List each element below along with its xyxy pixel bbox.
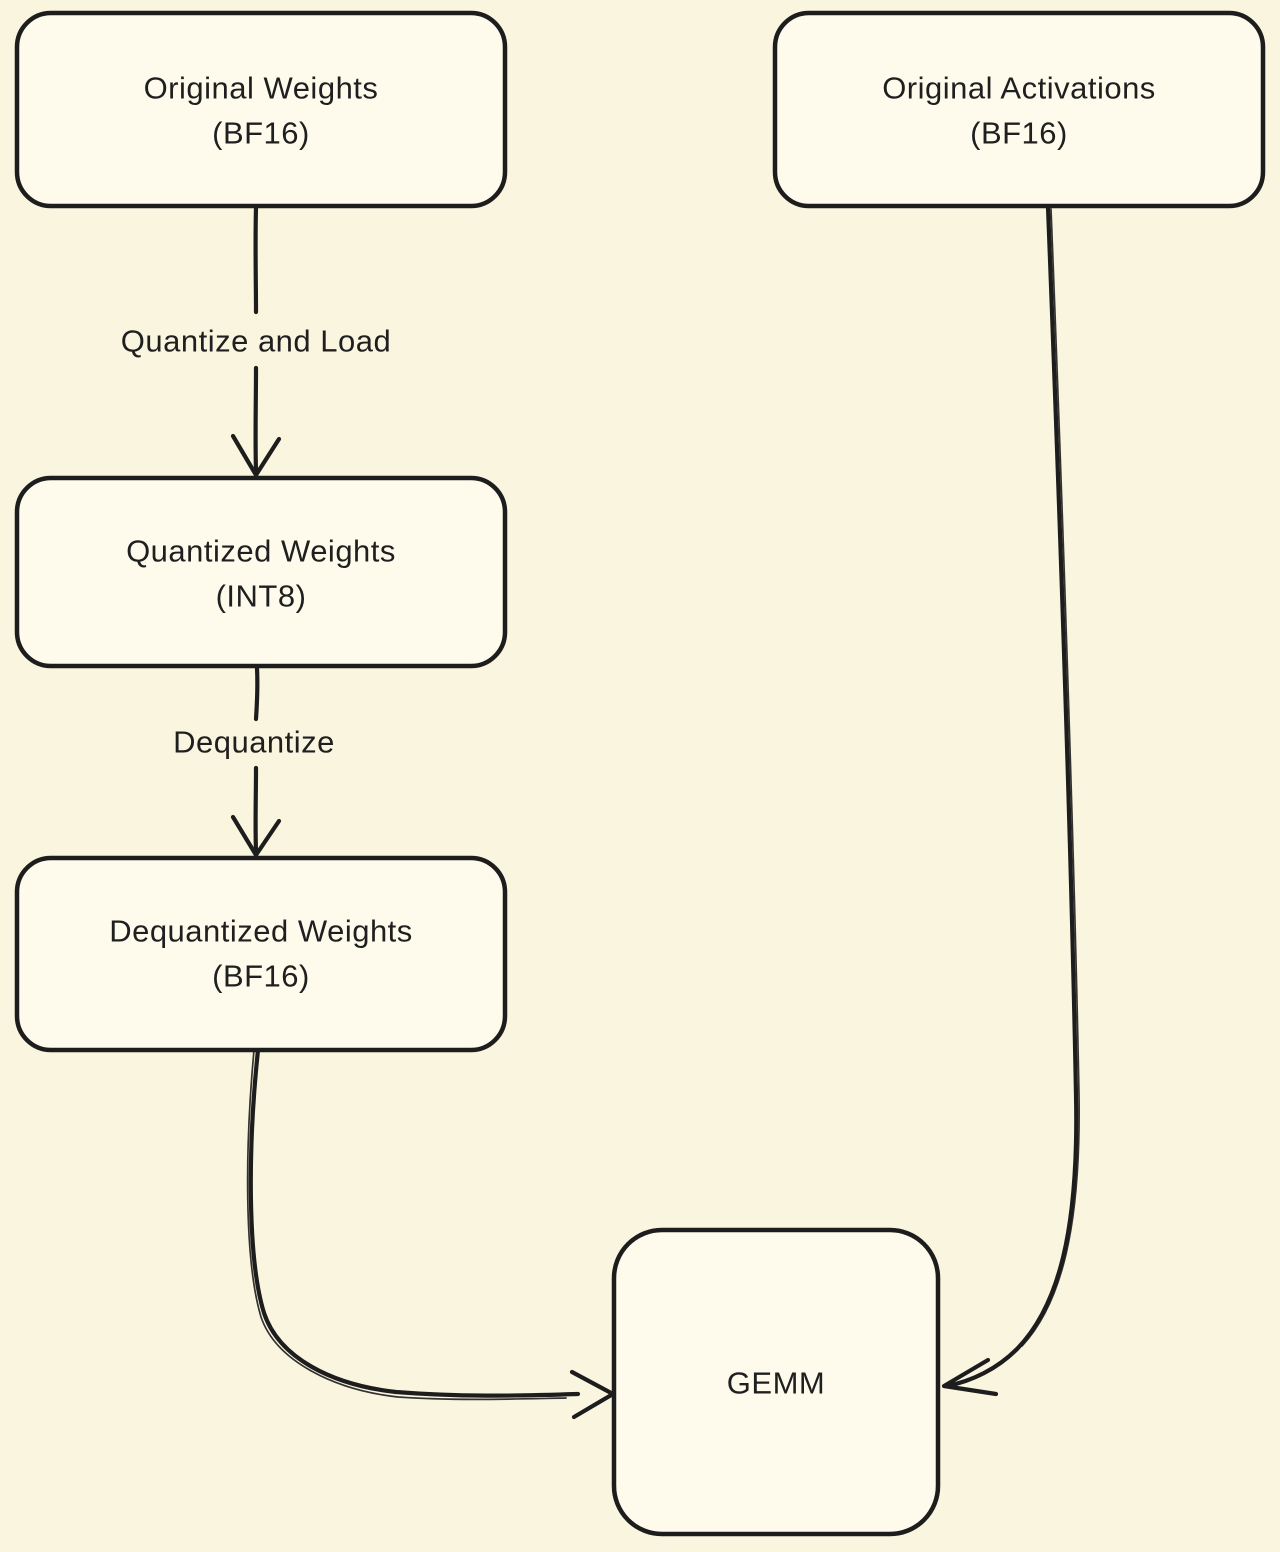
node-original-weights-label-line1: Original Weights [144,71,379,106]
node-dequantized-weights-label-line2: (BF16) [212,959,310,994]
arrow-shaft[interactable] [248,1047,581,1398]
node-original-activations-label-line2: (BF16) [970,116,1068,151]
arrow-shaft-sketch-pass[interactable] [1021,208,1080,1347]
node-dequantized-weights-label-line1: Dequantized Weights [109,914,413,949]
node-dequantized-weights[interactable]: Dequantized Weights (BF16) [14,855,508,1053]
node-quantized-weights-label-line1: Quantized Weights [126,534,396,569]
arrow-head[interactable] [230,814,282,858]
node-quantized-weights[interactable]: Quantized Weights (INT8) [14,475,508,669]
node-gemm-label: GEMM [727,1366,825,1401]
node-quantized-weights-label-line2: (INT8) [216,579,307,614]
node-original-weights-box[interactable] [14,10,508,209]
arrow-head[interactable] [941,1357,999,1397]
node-dequantized-weights-box[interactable] [14,855,508,1053]
arrow-quantize-and-load[interactable]: Quantize and Load [121,205,392,478]
node-original-activations-box[interactable] [772,10,1266,209]
node-original-weights-label-line2: (BF16) [212,116,310,151]
node-gemm[interactable]: GEMM [611,1227,941,1537]
node-original-weights[interactable]: Original Weights (BF16) [14,10,508,209]
arrow-shaft[interactable] [944,204,1079,1389]
node-original-activations[interactable]: Original Activations (BF16) [772,10,1266,209]
node-original-activations-label-line1: Original Activations [882,71,1156,106]
node-gemm-box[interactable] [611,1227,941,1537]
arrow-dequantize[interactable]: Dequantize [173,665,335,858]
edge-label-quantize-and-load: Quantize and Load [121,324,392,359]
edge-label-dequantize: Dequantize [173,725,335,760]
arrow-head[interactable] [230,433,282,478]
arrow-shaft-sketch-pass[interactable] [246,1049,567,1401]
arrow-activations-to-gemm[interactable] [941,204,1080,1397]
arrow-shaft-upper[interactable] [253,665,260,722]
node-quantized-weights-box[interactable] [14,475,508,669]
